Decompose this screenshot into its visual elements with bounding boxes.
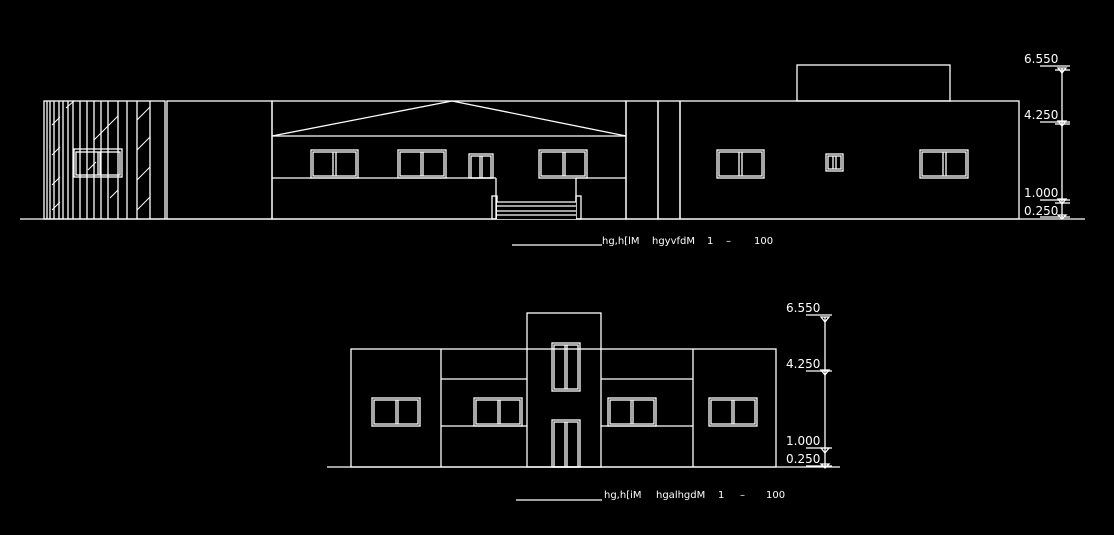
svg-text:–: – [740,490,745,501]
elevation-1-title: hg,h[lM hgyvfdM 1 – 100 [512,236,773,247]
window [73,148,123,178]
svg-text:hgyvfdM: hgyvfdM [652,236,695,247]
level-4250: 4.250 [786,357,832,377]
window [708,397,758,427]
window [310,149,359,179]
svg-text:1: 1 [707,236,713,247]
entrance-steps [491,195,582,220]
level-6550: 6.550 [786,301,832,324]
svg-text:100: 100 [766,490,785,501]
level-markers: 6.550 4.250 1.000 0.250 [786,301,832,469]
elevation-1: 6.550 4.250 1.000 0.250 [20,52,1085,247]
right-section [657,64,1020,220]
left-striped-block [43,100,166,220]
level-1000: 1.000 [1024,186,1070,206]
window [397,149,447,179]
level-1000: 1.000 [786,434,832,455]
svg-text:4.250: 4.250 [1024,108,1058,122]
window [919,149,969,179]
roof-parapet [796,64,951,102]
wall-panel [625,100,659,220]
svg-text:hgalhgdM: hgalhgdM [656,490,705,501]
svg-text:6.550: 6.550 [1024,52,1058,66]
svg-text:–: – [726,236,731,247]
svg-text:100: 100 [754,236,773,247]
window [371,397,421,427]
window [538,149,588,179]
tower-window [551,342,581,392]
svg-text:hg,h[lM: hg,h[lM [602,236,640,247]
svg-text:6.550: 6.550 [786,301,820,315]
central-tower [526,312,602,468]
elevation-2-title: hg,h[iM hgalhgdM 1 – 100 [516,490,785,501]
small-window [825,153,844,172]
main-facade [350,348,777,468]
door [551,419,581,468]
window [607,397,657,427]
svg-text:1: 1 [718,490,724,501]
window [716,149,765,179]
level-0250: 0.250 [1024,204,1070,220]
svg-text:1.000: 1.000 [786,434,820,448]
window [473,397,523,427]
wall-panel [166,100,273,220]
svg-text:1.000: 1.000 [1024,186,1058,200]
level-6550: 6.550 [1024,52,1070,75]
svg-text:hg,h[iM: hg,h[iM [604,490,642,501]
svg-text:0.250: 0.250 [786,452,820,466]
svg-text:4.250: 4.250 [786,357,820,371]
svg-text:0.250: 0.250 [1024,204,1058,218]
level-0250: 0.250 [786,452,832,469]
door [468,153,494,179]
center-section [271,100,627,220]
level-markers: 6.550 4.250 1.000 0.250 [1024,52,1070,220]
roof-line [271,100,627,137]
level-4250: 4.250 [1024,108,1070,128]
elevation-2: 6.550 4.250 1.000 0.250 hg [327,301,840,501]
